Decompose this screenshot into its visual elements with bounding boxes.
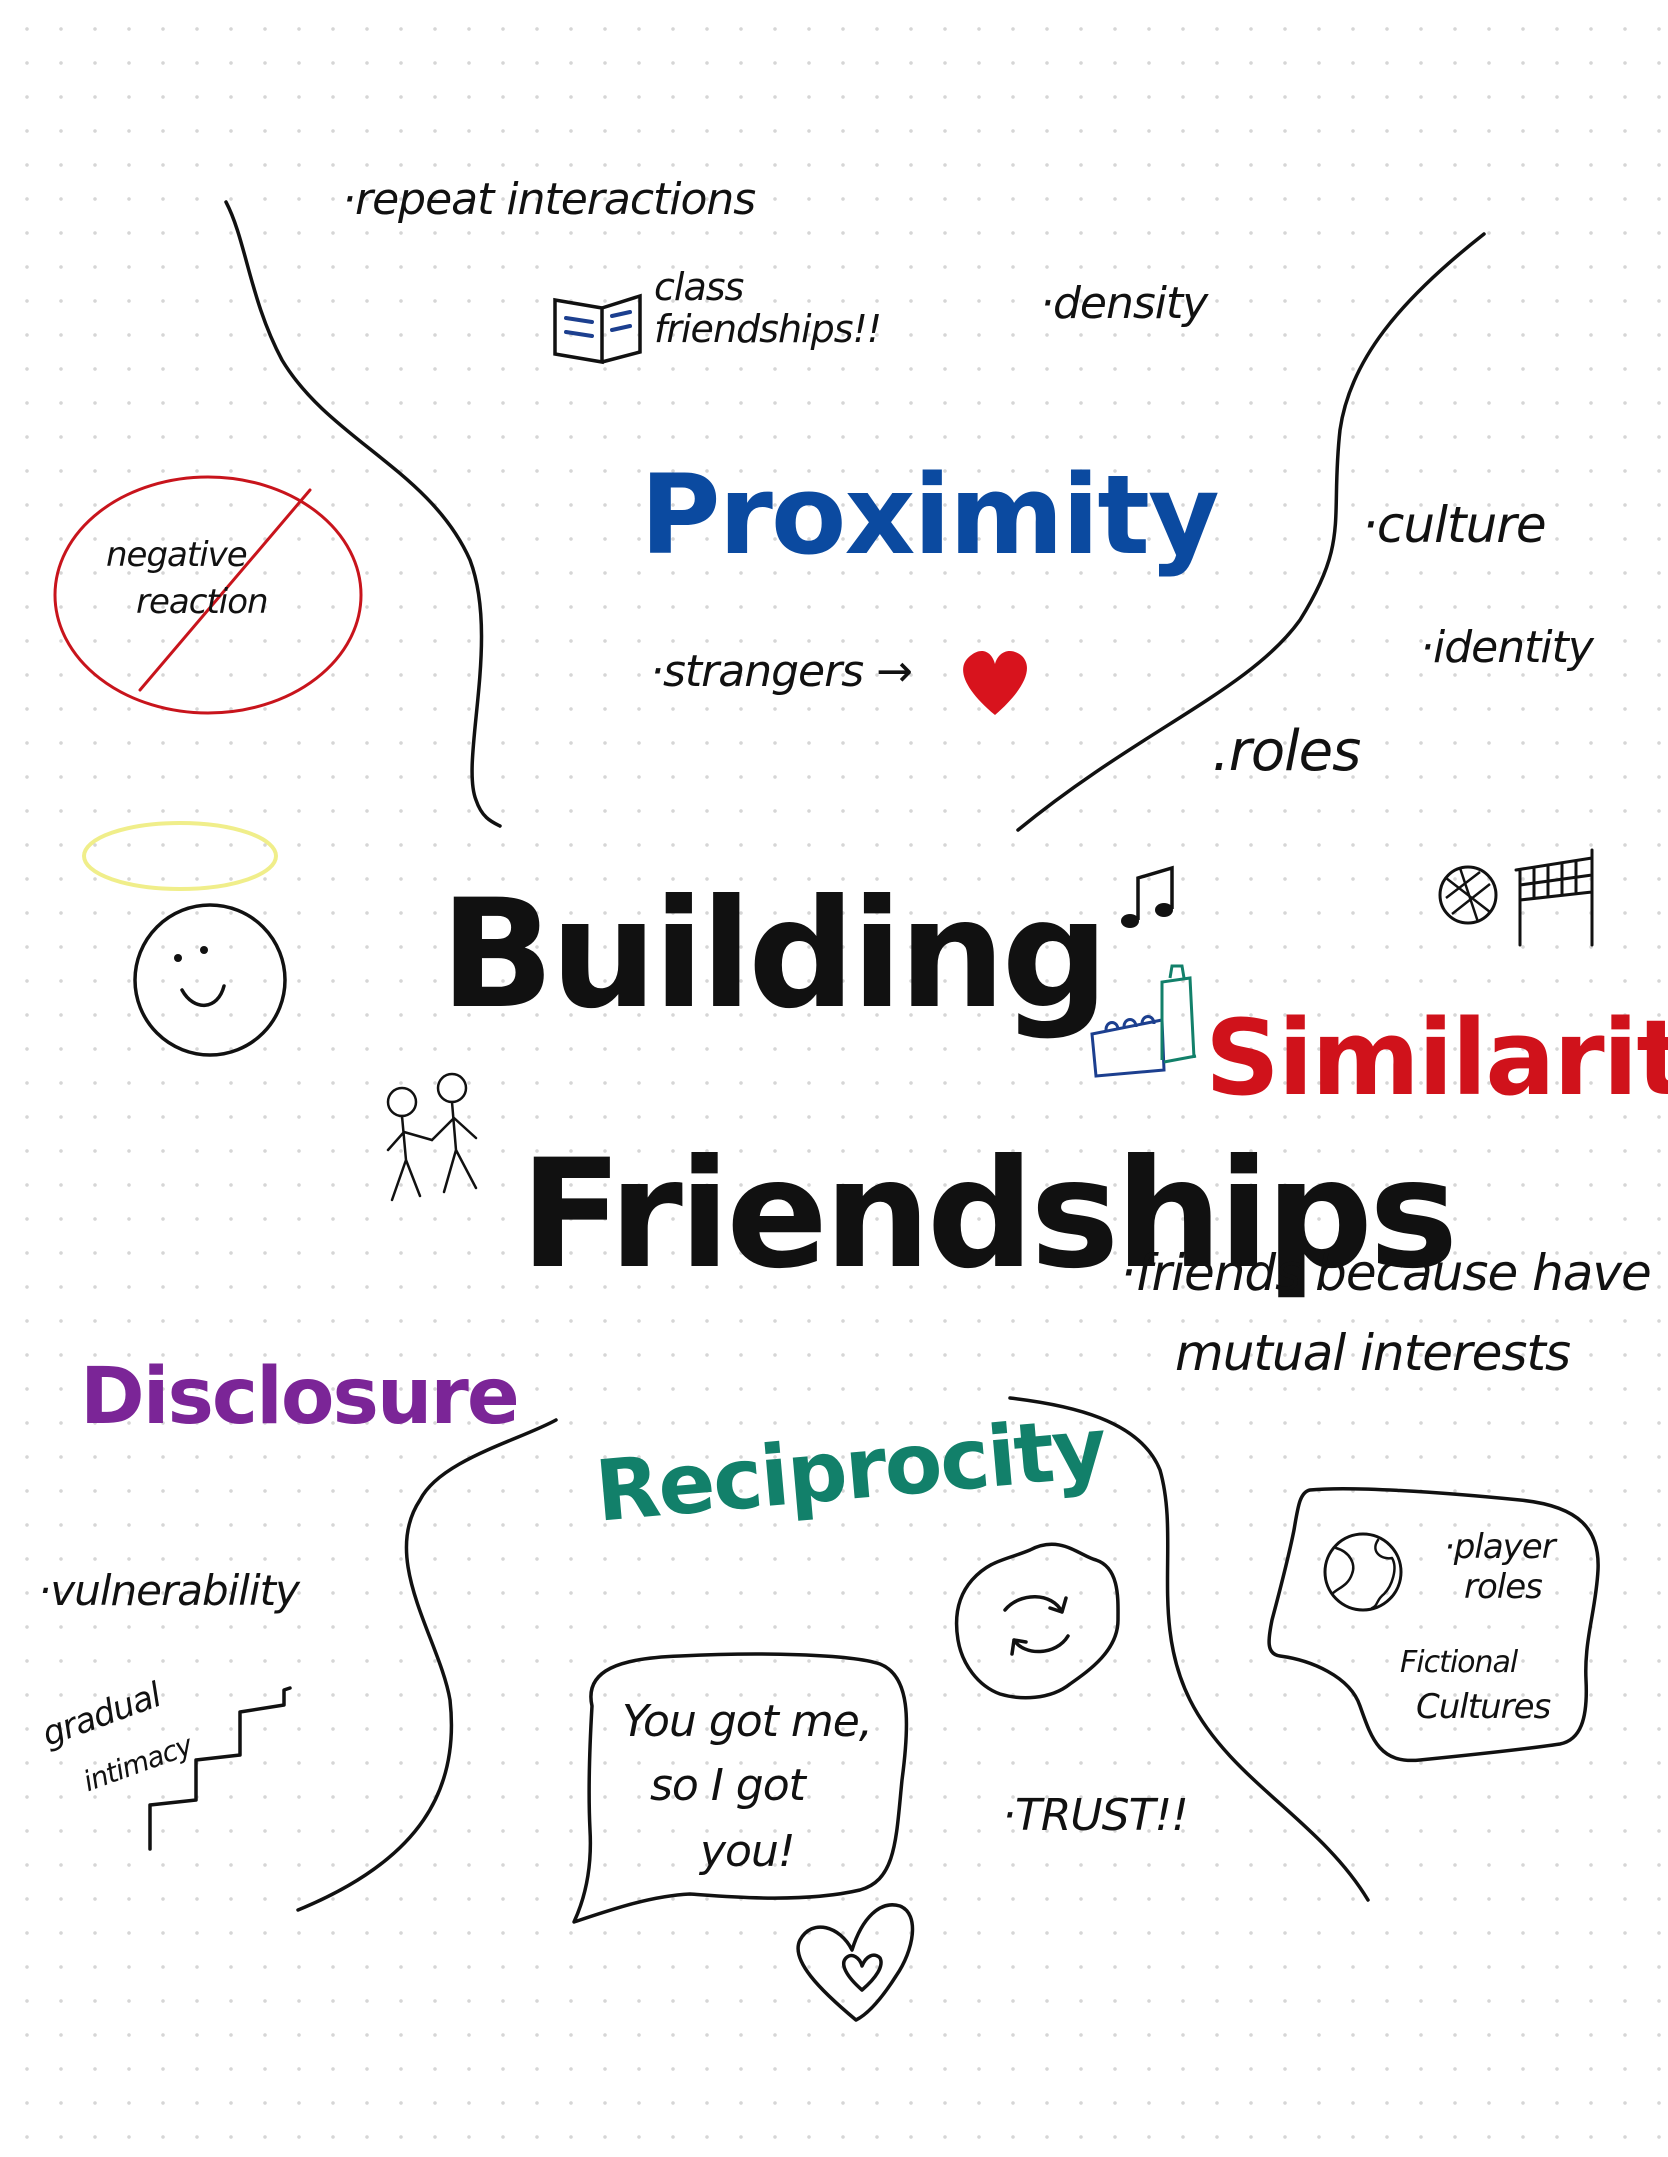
stairs-icon <box>148 1686 292 1851</box>
speech-bubble-icon <box>572 1652 909 1924</box>
note-identity: ·identity <box>1420 622 1594 673</box>
stick-figures-icon <box>386 1072 478 1202</box>
heading-disclosure: Disclosure <box>80 1352 520 1442</box>
note-strangers: ·strangers → <box>650 646 913 697</box>
speech-line-1: You got me, <box>622 1696 873 1747</box>
note-player-line-2: roles <box>1464 1567 1543 1607</box>
note-cultures-line-2: Cultures <box>1416 1687 1551 1727</box>
open-book-icon <box>553 293 642 365</box>
negative-reaction-line-2: reaction <box>136 582 269 622</box>
divider-bottom-left <box>296 1418 558 1912</box>
note-class-line-1: class <box>654 265 744 309</box>
negative-reaction-line-1: negative <box>106 535 248 575</box>
heading-proximity: Proximity <box>640 451 1220 579</box>
note-cultures-line-1: Fictional <box>1400 1645 1518 1680</box>
heart-icon <box>963 650 1027 715</box>
note-class-line-2: friendships!! <box>654 307 882 351</box>
divider-top-left <box>224 200 502 828</box>
note-density: ·density <box>1040 278 1208 329</box>
cycle-arrows-icon <box>954 1542 1120 1700</box>
note-roles: .roles <box>1212 719 1361 784</box>
note-culture: ·culture <box>1362 496 1547 554</box>
note-mutual-line-1: ·friends because have <box>1120 1244 1652 1302</box>
title-line-1: Building <box>440 868 1109 1042</box>
speech-line-3: you! <box>700 1826 795 1877</box>
game-blob <box>1267 1486 1600 1763</box>
note-vulnerability: ·vulnerability <box>38 1566 300 1615</box>
divider-top-right <box>1016 232 1486 832</box>
note-repeat-interactions: ·repeat interactions <box>342 174 756 225</box>
heading-similarity: Similarity <box>1205 997 1668 1119</box>
title-line-2: Friendships <box>520 1128 1458 1302</box>
crossed-out-circle-icon <box>53 475 363 715</box>
note-mutual-line-2: mutual interests <box>1175 1324 1571 1382</box>
music-note-icon <box>1121 865 1174 928</box>
goal-net-icon <box>1514 848 1594 947</box>
globe-icon <box>1323 1532 1403 1612</box>
halo-smiley-icon <box>82 821 287 1057</box>
note-trust: ·TRUST!! <box>1002 1790 1189 1841</box>
note-player-line-1: ·player <box>1444 1527 1556 1567</box>
building-blocks-icon <box>1090 964 1197 1078</box>
heart-outline-icon <box>796 1903 915 2022</box>
divider-bottom-right <box>1008 1396 1370 1902</box>
speech-line-2: so I got <box>650 1760 806 1811</box>
ball-icon <box>1438 865 1498 925</box>
